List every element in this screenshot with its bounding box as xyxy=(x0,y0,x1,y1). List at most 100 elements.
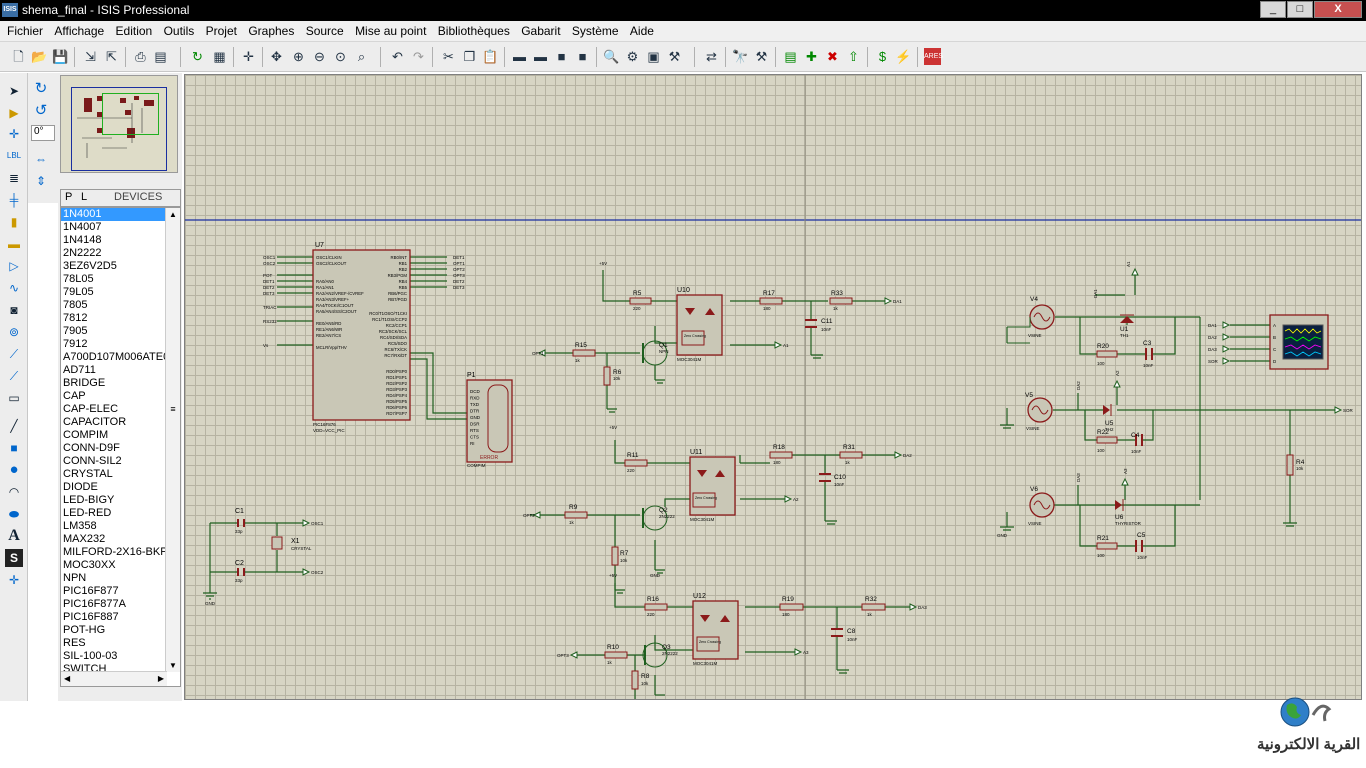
wire-autorouter-icon[interactable]: ⇄ xyxy=(706,49,717,64)
graph-mode-icon[interactable]: ∿ xyxy=(8,281,20,295)
wire-label-icon[interactable]: LBL xyxy=(6,151,22,160)
device-list-item[interactable]: AD711 xyxy=(63,364,96,376)
generator-icon[interactable]: ⊚ xyxy=(8,325,20,339)
device-list-item[interactable]: SIL-100-03 xyxy=(63,650,118,662)
device-list-item[interactable]: 7805 xyxy=(63,299,88,311)
save-icon[interactable]: 💾 xyxy=(52,49,69,64)
close-button[interactable]: X xyxy=(1314,1,1362,18)
new-file-icon[interactable]: 🗋 xyxy=(13,49,24,64)
search-tag-icon[interactable]: 🔭 xyxy=(732,49,749,64)
device-list-item[interactable]: CAP-ELEC xyxy=(63,403,119,415)
zoom-out-icon[interactable]: ⊖ xyxy=(314,49,325,64)
block-copy-icon[interactable]: ▬ xyxy=(513,49,526,64)
zoom-area-icon[interactable]: ⌕ xyxy=(357,49,366,64)
device-list-item[interactable]: A700D107M006ATE0 xyxy=(63,351,165,363)
device-list-item[interactable]: 1N4007 xyxy=(63,221,102,233)
undo-icon[interactable]: ↶ xyxy=(392,49,403,64)
device-list-item[interactable]: PIC16F887 xyxy=(63,611,119,623)
selection-mode-icon[interactable]: ➤ xyxy=(8,84,20,98)
text-script-icon[interactable]: ≣ xyxy=(8,171,20,185)
thyristor-power-stage[interactable]: V4 VSINE V5 VSINE V6 VSINE U1 TH1 U5 TH2… xyxy=(997,261,1354,560)
pick-device-icon[interactable]: 🔍 xyxy=(603,49,620,64)
export-icon[interactable]: ⇱ xyxy=(106,49,117,64)
origin-icon[interactable]: ✛ xyxy=(243,49,254,64)
block-delete-icon[interactable]: ■ xyxy=(578,49,587,64)
pic16f876-u7[interactable]: U7 PIC16F876 VDD=VCC_PIC xyxy=(312,242,411,433)
device-list-item[interactable]: POT-HG xyxy=(63,624,106,636)
menu-mise-au-point[interactable]: Mise au point xyxy=(355,24,427,38)
zoom-all-icon[interactable]: ⊙ xyxy=(335,49,346,64)
ares-netlist-icon[interactable]: ARES xyxy=(924,48,943,65)
scroll-right-icon[interactable]: ▶ xyxy=(157,674,164,683)
device-list-item[interactable]: 1N4148 xyxy=(63,234,102,246)
device-list-item[interactable]: LED-BIGY xyxy=(63,494,115,506)
device-list-hscroll[interactable]: ◀ ▶ xyxy=(61,671,167,686)
device-list-item[interactable]: 7905 xyxy=(63,325,88,337)
device-list-item[interactable]: 79L05 xyxy=(63,286,94,298)
property-tool-icon[interactable]: ⚒ xyxy=(755,49,768,64)
device-list-item[interactable]: CRYSTAL xyxy=(63,468,113,480)
device-list-item[interactable]: NPN xyxy=(63,572,87,584)
redo-icon[interactable]: ↷ xyxy=(413,49,424,64)
rotation-angle-field[interactable]: 0° xyxy=(31,125,55,141)
refresh-icon[interactable]: ↻ xyxy=(192,49,203,64)
open-folder-icon[interactable]: 📂 xyxy=(31,49,48,64)
device-list-item[interactable]: RES xyxy=(63,637,86,649)
menu-gabarit[interactable]: Gabarit xyxy=(521,24,561,38)
virtual-instrument-icon[interactable]: ▭ xyxy=(8,391,20,405)
pick-device-tab[interactable]: P xyxy=(65,191,73,203)
menu-fichier[interactable]: Fichier xyxy=(7,24,44,38)
box-icon[interactable]: ■ xyxy=(10,441,18,455)
mirror-y-icon[interactable]: ⇕ xyxy=(35,174,47,188)
copy-icon[interactable]: ❐ xyxy=(463,49,476,64)
grid-icon[interactable]: ▦ xyxy=(213,49,226,64)
exit-to-parent-icon[interactable]: ⇧ xyxy=(848,49,859,64)
remove-sheet-icon[interactable]: ✖ xyxy=(827,49,838,64)
device-list-item[interactable]: LM358 xyxy=(63,520,97,532)
circle-icon[interactable]: ● xyxy=(9,461,19,478)
import-icon[interactable]: ⇲ xyxy=(85,49,96,64)
oscilloscope-instrument[interactable]: DA1 DA2 DA3 SOR A B C D xyxy=(1208,314,1329,370)
scroll-left-icon[interactable]: ◀ xyxy=(64,674,71,683)
marker-icon[interactable]: ✛ xyxy=(8,573,20,587)
electrical-check-icon[interactable]: ⚡ xyxy=(895,49,912,64)
line-icon[interactable]: ╱ xyxy=(10,419,18,433)
tape-recorder-icon[interactable]: ◙ xyxy=(10,303,18,317)
add-sheet-icon[interactable]: ✚ xyxy=(806,49,817,64)
make-device-icon[interactable]: ⚙ xyxy=(626,49,639,64)
crystal-oscillator[interactable]: C1 33p C2 33p X1 CRYSTAL OSC1 OSC2 GND xyxy=(205,508,324,606)
voltage-probe-icon[interactable]: ⟋ xyxy=(9,347,19,361)
rotate-cw-icon[interactable]: ↻ xyxy=(34,80,48,97)
bill-of-materials-icon[interactable]: $ xyxy=(878,49,887,64)
device-list-item[interactable]: CONN-D9F xyxy=(63,442,120,454)
menu-projet[interactable]: Projet xyxy=(205,24,237,38)
library-manager-tab[interactable]: L xyxy=(81,191,88,203)
menu-systeme[interactable]: Système xyxy=(571,24,619,38)
pan-icon[interactable]: ✥ xyxy=(271,49,282,64)
text-icon[interactable]: A xyxy=(8,527,20,544)
compim-p1[interactable]: P1 COMPIM ERROR xyxy=(466,372,513,468)
device-list-item[interactable]: BRIDGE xyxy=(63,377,106,389)
device-list-item[interactable]: COMPIM xyxy=(63,429,109,441)
device-list-item[interactable]: 1N4001 xyxy=(61,208,165,221)
optocoupler-channel-1[interactable]: +5V R5 220 U10 MOC3041M Zero Crossing R1… xyxy=(532,261,902,386)
minimize-button[interactable]: _ xyxy=(1260,1,1286,18)
device-list-item[interactable]: 7812 xyxy=(63,312,88,324)
device-list-item[interactable]: 7912 xyxy=(63,338,88,350)
zoom-in-icon[interactable]: ⊕ xyxy=(293,49,304,64)
symbol-icon[interactable]: S xyxy=(5,549,23,567)
menu-graphes[interactable]: Graphes xyxy=(248,24,295,38)
subcircuit-icon[interactable]: ▮ xyxy=(10,215,18,229)
bus-icon[interactable]: ╪ xyxy=(9,193,19,207)
menu-aide[interactable]: Aide xyxy=(629,24,654,38)
device-list-item[interactable]: MOC30XX xyxy=(63,559,116,571)
device-list-item[interactable]: PIC16F877A xyxy=(63,598,126,610)
component-mode-icon[interactable]: ▶ xyxy=(9,106,19,120)
package-tool-icon[interactable]: ▣ xyxy=(647,49,660,64)
junction-dot-icon[interactable]: ✛ xyxy=(8,127,20,141)
current-probe-icon[interactable]: ⟋ xyxy=(9,369,19,383)
optocoupler-channel-3[interactable]: +5V R16 220 U12 MOC3041M Zero Crossing R… xyxy=(557,573,927,690)
device-list-item[interactable]: PIC16F877 xyxy=(63,585,119,597)
